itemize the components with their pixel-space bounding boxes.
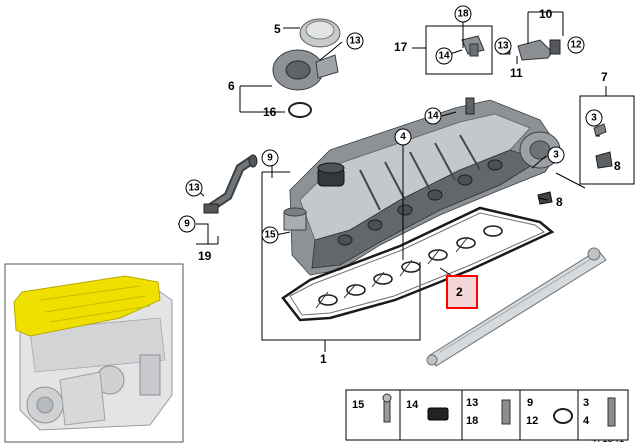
svg-text:14: 14 [438,51,450,62]
legend-cell-13-18: 13 18 [466,397,511,427]
legend-cell-14: 14 [406,399,449,421]
svg-text:3: 3 [583,397,589,409]
callout-14-cover: 14 [424,107,442,125]
svg-text:12: 12 [570,40,582,51]
callout-9-upper: 9 [261,149,279,167]
callout-12: 12 [567,36,585,54]
svg-text:9: 9 [267,153,273,164]
callout-3-cover: 3 [547,146,565,164]
callout-13-sensor: 13 [494,37,512,55]
svg-text:13: 13 [497,41,509,52]
callout-4: 4 [394,128,412,146]
callout-18: 18 [454,5,472,23]
svg-text:12: 12 [526,415,538,427]
bracket-group-7 [537,95,635,205]
svg-text:3: 3 [553,150,559,161]
svg-text:15: 15 [352,399,364,411]
vent-hose [203,154,258,214]
circled-labels: 13 9 13 9 15 4 14 18 [178,5,603,244]
oil-cap-body [272,49,339,91]
label-5: 5 [274,22,281,36]
label-8a: 8 [614,159,621,173]
oil-cap-group [272,18,341,118]
sensor-box-17 [425,25,493,75]
injector-bores [337,159,503,246]
highlight-label-2: 2 [446,275,478,309]
svg-text:14: 14 [406,399,419,411]
callout-13-top: 13 [346,32,364,50]
svg-text:13: 13 [466,397,478,409]
svg-text:4: 4 [400,132,406,143]
oil-filler-neck [317,162,345,187]
legend-cell-15: 15 [352,393,392,423]
callout-13-hose: 13 [185,179,203,197]
label-11: 11 [510,66,523,80]
injector-rail [426,247,607,367]
label-1: 1 [320,352,327,366]
legend-cell-3-4: 3 4 [583,397,616,427]
svg-text:15: 15 [264,230,276,241]
callout-15: 15 [261,226,279,244]
frame-cover-assembly [261,172,421,341]
legend-cell-9-12: 9 12 [526,397,573,427]
callout-14-box: 14 [435,47,453,65]
svg-text:18: 18 [466,415,478,427]
label-10: 10 [539,7,553,21]
svg-text:13: 13 [188,183,200,194]
label-6: 6 [228,79,235,93]
cover-gasket [281,206,555,322]
svg-text:18: 18 [457,9,469,20]
label-8b: 8 [556,195,563,209]
callout-9-lower: 9 [178,215,196,233]
engine-block-image [19,284,173,431]
callout-3-bracket: 3 [585,109,603,127]
svg-text:2: 2 [456,285,463,299]
vent-port [283,207,307,231]
label-16: 16 [263,105,277,119]
cylinder-head-cover [283,99,561,276]
svg-text:4: 4 [583,415,590,427]
fastener-legend: 15 14 13 18 9 12 3 4 [345,389,629,441]
label-7: 7 [601,70,608,84]
engine-overview-inset [4,263,184,443]
label-17: 17 [394,40,408,54]
svg-text:13: 13 [349,36,361,47]
svg-text:14: 14 [427,111,439,122]
svg-text:9: 9 [527,397,533,409]
svg-text:3: 3 [591,113,597,124]
camshaft-ridges [359,134,481,211]
engine-highlighted-cover [13,275,161,337]
svg-text:9: 9 [184,219,190,230]
bolt-part-14 [465,97,475,115]
label-19: 19 [198,249,212,263]
